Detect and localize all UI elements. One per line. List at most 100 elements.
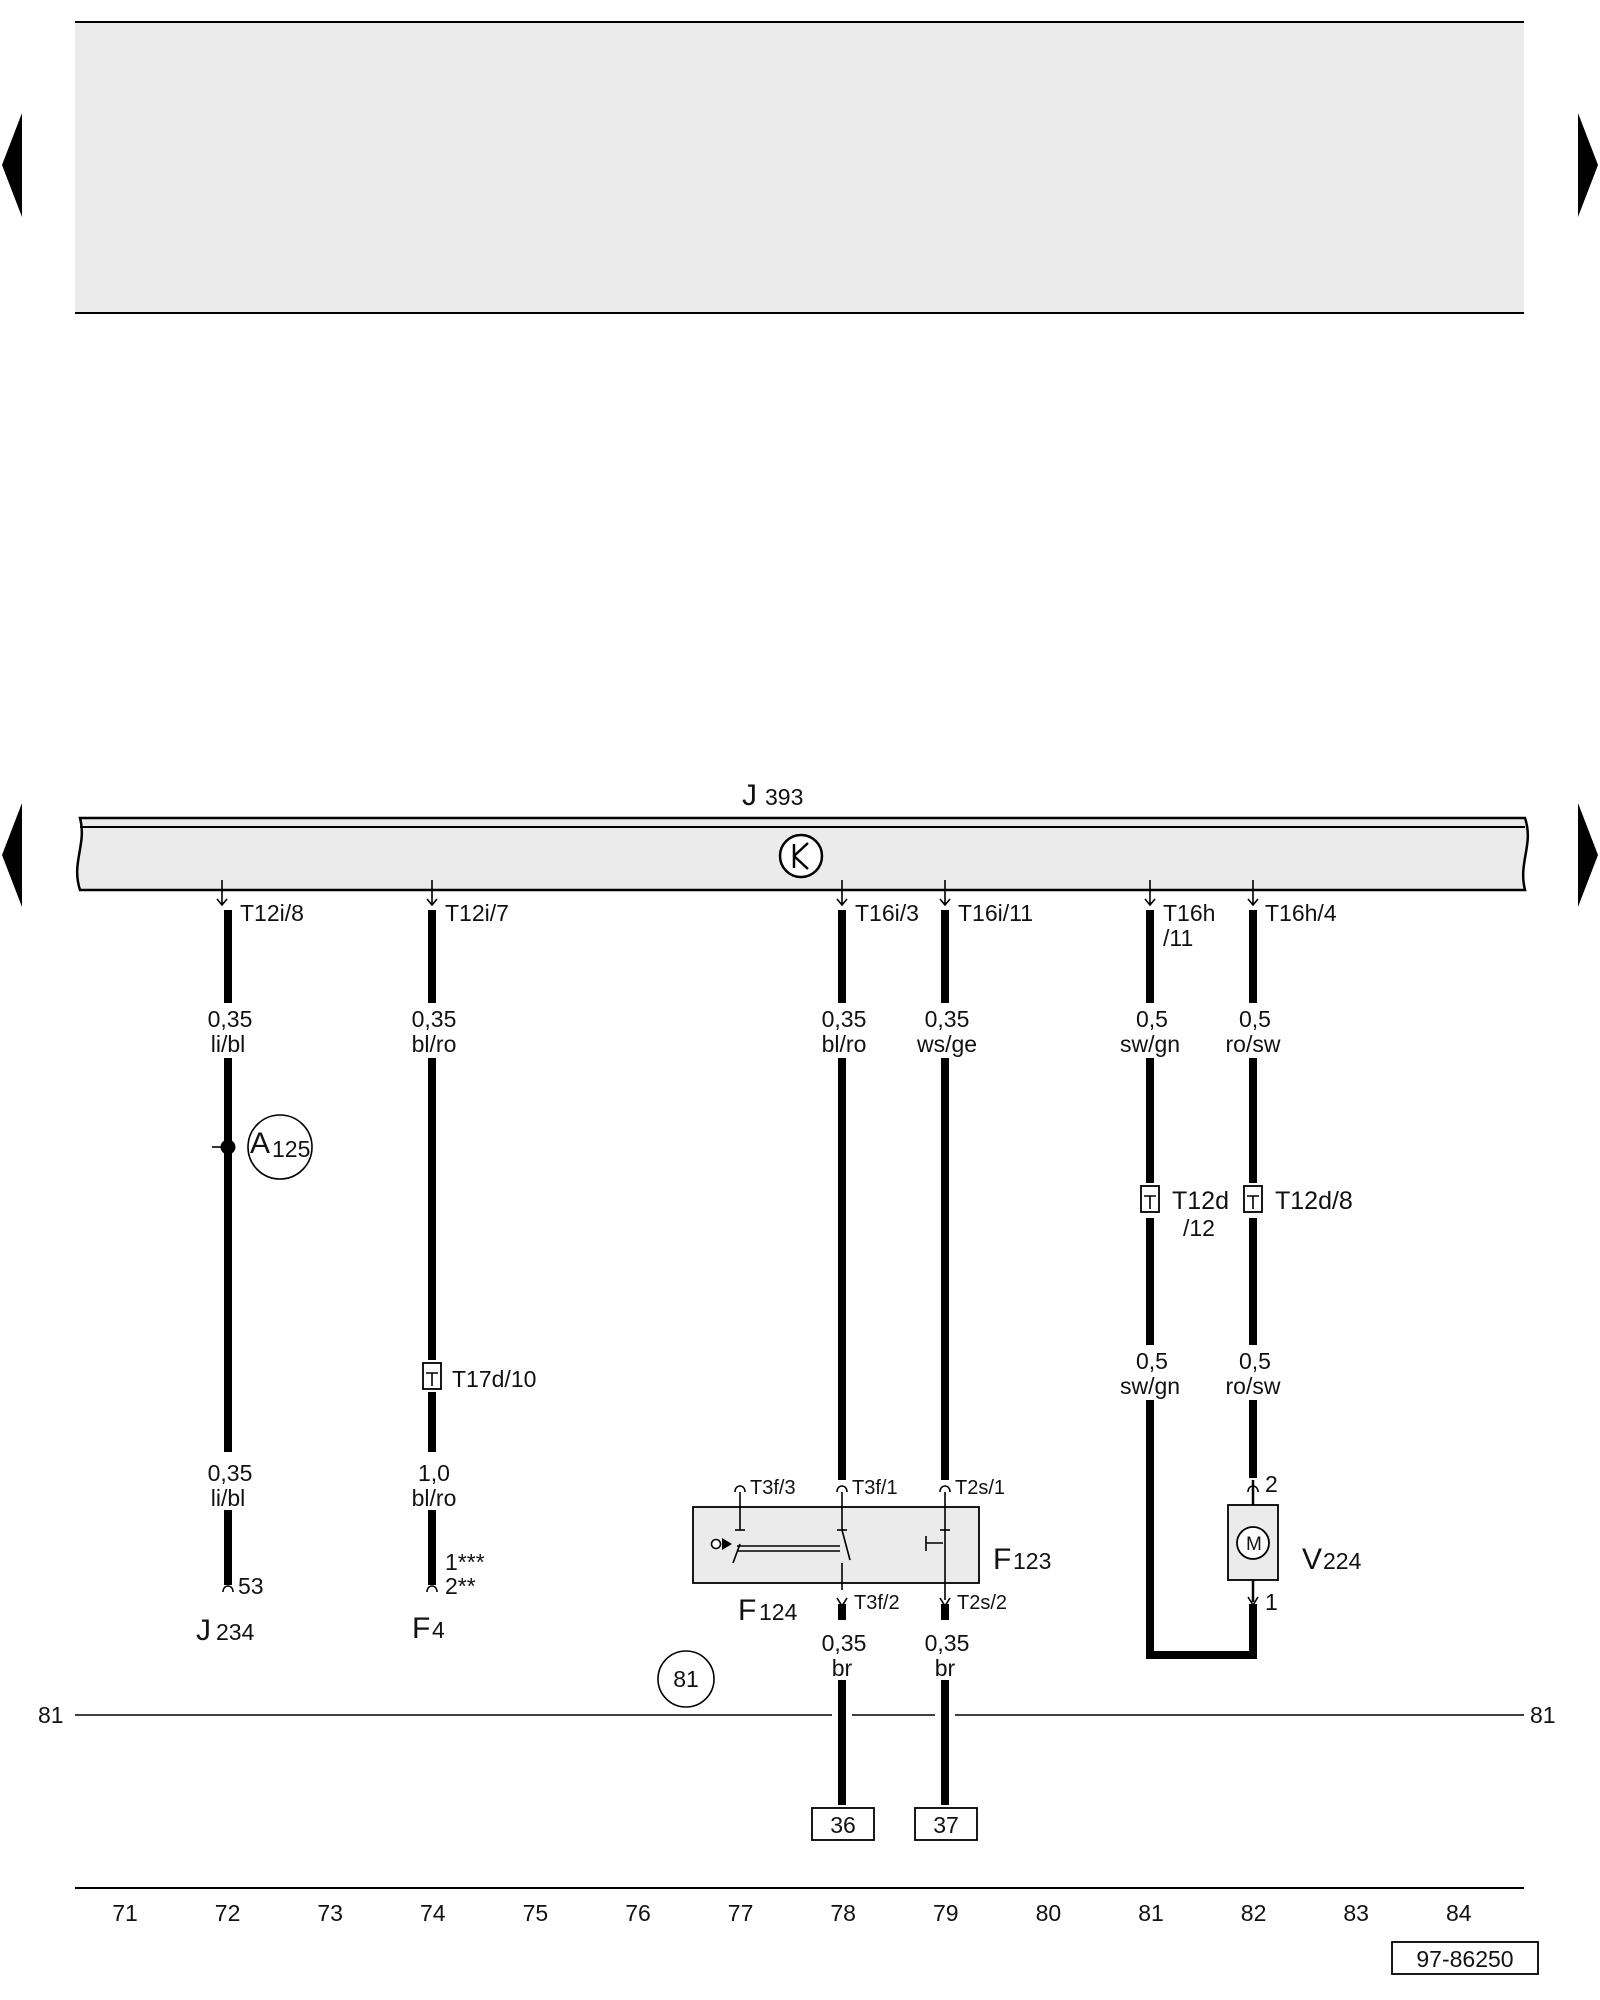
prev-page-arrow-icon[interactable] xyxy=(2,113,22,217)
continuation-label[interactable]: 37 xyxy=(933,1812,959,1838)
terminal-label: T16h/4 xyxy=(1265,900,1337,926)
track-number: 75 xyxy=(523,1900,549,1926)
wire-color: sw/gn xyxy=(1120,1373,1180,1399)
pin-label: T3f/2 xyxy=(854,1592,900,1614)
control-unit-symbol-icon xyxy=(778,833,824,879)
diagram-id-box: 97-86250 xyxy=(1391,1941,1539,1975)
pin-label: 53 xyxy=(238,1573,264,1599)
prev-page-arrow-icon[interactable] xyxy=(2,803,22,907)
splice-a125: A 125 xyxy=(212,1114,313,1180)
pin-label: T3f/3 xyxy=(750,1477,796,1499)
wire-color: li/bl xyxy=(211,1485,246,1511)
connector-label: T12d/8 xyxy=(1275,1187,1353,1215)
connector-t17d: T17d/10 xyxy=(422,1362,536,1392)
ground-label-left: 81 xyxy=(38,1702,64,1728)
continuation-boxes: 36 37 xyxy=(811,1807,978,1841)
wire-size: 0,35 xyxy=(412,1006,457,1032)
next-page-arrow-icon[interactable] xyxy=(1578,113,1598,217)
wire-color: li/bl xyxy=(211,1031,246,1057)
wire-size: 0,35 xyxy=(208,1006,253,1032)
connector-label: /12 xyxy=(1183,1215,1215,1241)
component-number: 123 xyxy=(1013,1548,1051,1574)
track-number: 78 xyxy=(830,1900,856,1926)
ground-label-right: 81 xyxy=(1530,1702,1556,1728)
wire-size: 0,5 xyxy=(1136,1348,1168,1374)
wire-color: sw/gn xyxy=(1120,1031,1180,1057)
wire-color: ws/ge xyxy=(916,1031,977,1057)
track-number: 77 xyxy=(728,1900,754,1926)
terminal-marks xyxy=(216,880,1259,907)
track-number: 71 xyxy=(112,1900,138,1926)
component-label: J xyxy=(196,1614,211,1647)
component-number: 234 xyxy=(216,1619,255,1645)
wire-size: 1,0 xyxy=(418,1460,450,1486)
track-number: 79 xyxy=(933,1900,959,1926)
track-number: 80 xyxy=(1036,1900,1062,1926)
component-label: F xyxy=(738,1594,756,1627)
component-number: 124 xyxy=(759,1599,798,1625)
pin-label: T2s/2 xyxy=(957,1592,1007,1614)
control-unit-number: 393 xyxy=(765,784,803,810)
wire-size: 0,35 xyxy=(925,1006,970,1032)
pin-label: T3f/1 xyxy=(852,1477,898,1499)
terminal-label: T16i/3 xyxy=(855,900,919,926)
terminal-label: T16h xyxy=(1163,900,1215,926)
track-number: 83 xyxy=(1343,1900,1369,1926)
wire-size: 0,35 xyxy=(208,1460,253,1486)
svg-text:M: M xyxy=(1246,1534,1262,1555)
terminal-label: T12i/8 xyxy=(240,900,304,926)
wire-size: 0,35 xyxy=(925,1630,970,1656)
component-number: 224 xyxy=(1323,1548,1362,1574)
component-number: 4 xyxy=(432,1617,445,1643)
wire-81 xyxy=(1146,1400,1257,1659)
pin-label: T2s/1 xyxy=(955,1477,1005,1499)
component-label: V xyxy=(1302,1543,1322,1576)
component-label: F xyxy=(412,1612,430,1645)
wire-color: bl/ro xyxy=(822,1031,867,1057)
wire-labels: 0,35 li/bl 0,35 li/bl 0,35 bl/ro 1,0 bl/… xyxy=(208,1006,1281,1681)
wire-color: bl/ro xyxy=(412,1031,457,1057)
wire-color: br xyxy=(935,1655,956,1681)
wire-size: 0,35 xyxy=(822,1630,867,1656)
wire-color: br xyxy=(832,1655,853,1681)
wire-size: 0,35 xyxy=(822,1006,867,1032)
connector-t12d: T12d /12 T12d/8 xyxy=(1140,1185,1353,1241)
wires xyxy=(224,910,1257,1805)
pin-label: 2** xyxy=(445,1573,476,1599)
track-number: 72 xyxy=(215,1900,241,1926)
component-v224: M 2 1 V 224 xyxy=(1227,1471,1362,1615)
wire-size: 0,5 xyxy=(1239,1006,1271,1032)
terminal-label: T16i/11 xyxy=(958,900,1033,926)
terminal-labels: T12i/8 T12i/7 T16i/3 T16i/11 T16h /11 T1… xyxy=(240,900,1337,951)
ground-circle-label: 81 xyxy=(673,1666,699,1692)
terminal-label: /11 xyxy=(1163,925,1193,951)
ground-line: 81 81 81 xyxy=(38,1650,1556,1728)
diagram-id: 97-86250 xyxy=(1416,1946,1513,1972)
wire-color: ro/sw xyxy=(1226,1031,1281,1057)
control-unit-label: J xyxy=(742,779,757,812)
terminal-label: T12i/7 xyxy=(445,900,509,926)
control-unit-j393: J 393 xyxy=(75,779,1530,892)
splice-label: A xyxy=(250,1127,270,1160)
component-j234: 53 J 234 xyxy=(196,1573,264,1647)
top-panel xyxy=(75,21,1524,314)
connector-label: T12d xyxy=(1172,1187,1229,1215)
track-number: 82 xyxy=(1241,1900,1267,1926)
wire-color: bl/ro xyxy=(412,1485,457,1511)
next-page-arrow-icon[interactable] xyxy=(1578,803,1598,907)
component-f124-f123: T3f/3 T3f/1 T2s/1 T3f/2 T2s/2 F 123 F 12… xyxy=(692,1477,1051,1627)
splice-number: 125 xyxy=(272,1136,310,1162)
component-label: F xyxy=(993,1543,1011,1576)
continuation-label[interactable]: 36 xyxy=(830,1812,856,1838)
pin-label: 1*** xyxy=(445,1549,485,1575)
track-number: 76 xyxy=(625,1900,651,1926)
track-number: 74 xyxy=(420,1900,446,1926)
wire-size: 0,5 xyxy=(1239,1348,1271,1374)
component-f4: 1*** 2** F 4 xyxy=(412,1549,485,1645)
track-number: 73 xyxy=(317,1900,343,1926)
wire-size: 0,5 xyxy=(1136,1006,1168,1032)
wire-color: ro/sw xyxy=(1226,1373,1281,1399)
pin-label: 1 xyxy=(1265,1589,1278,1615)
